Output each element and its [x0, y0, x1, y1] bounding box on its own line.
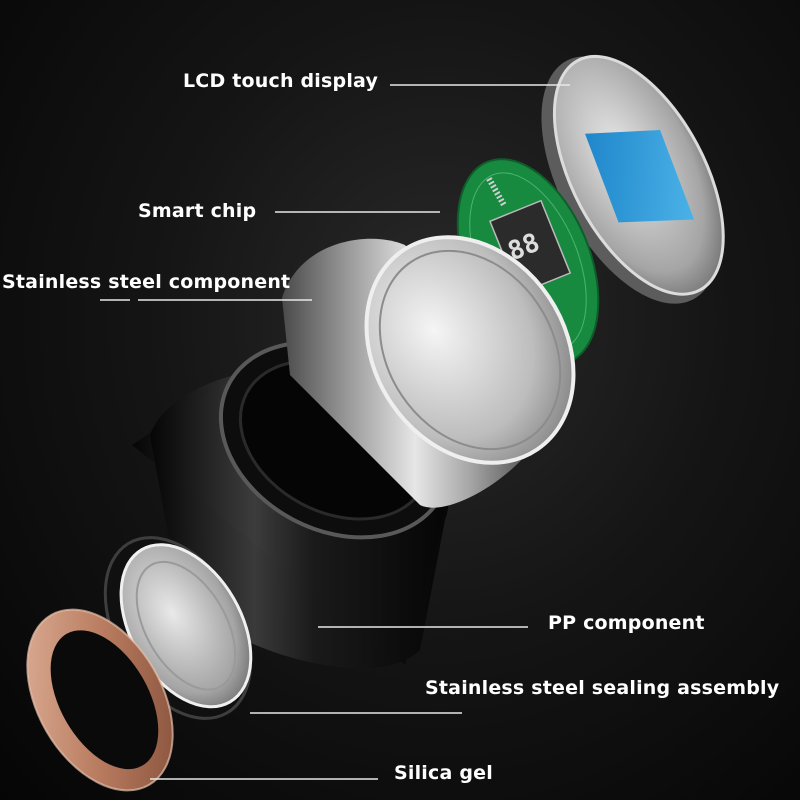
sealing-assembly-label: Stainless steel sealing assembly [425, 677, 780, 699]
smart-chip-label: Smart chip [138, 200, 257, 222]
lcd-display-part [541, 54, 725, 304]
silica-gel-part [26, 608, 174, 792]
display-screen-icon [584, 130, 695, 223]
stainless-steel-component-part [282, 235, 576, 508]
lcd-touch-display-label: LCD touch display [183, 70, 379, 92]
silica-gel-label: Silica gel [394, 762, 493, 784]
stainless-steel-component-label: Stainless steel component [2, 271, 291, 293]
pp-component-label: PP component [548, 612, 705, 634]
